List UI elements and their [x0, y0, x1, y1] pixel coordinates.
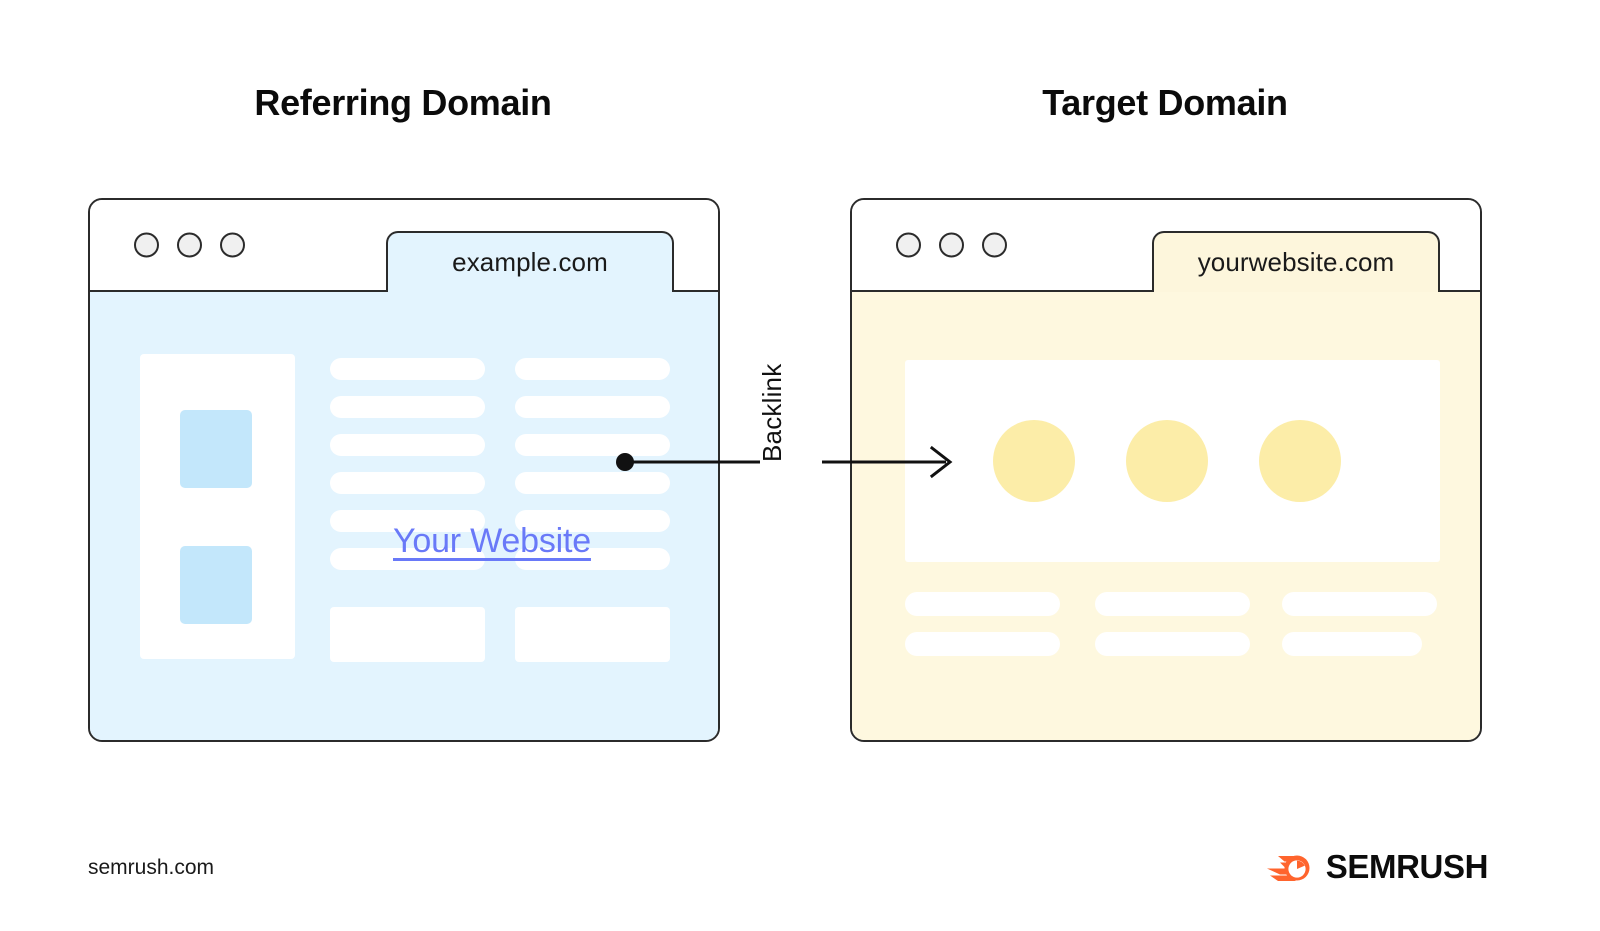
text-placeholder-line [515, 358, 670, 380]
browser-tab-example-com[interactable]: example.com [386, 230, 674, 293]
target-domain-heading: Target Domain [1042, 82, 1288, 123]
text-placeholder-line [1095, 592, 1250, 616]
text-placeholder-line [515, 548, 670, 570]
referring-domain-heading: Referring Domain [254, 82, 552, 123]
content-card [515, 607, 670, 662]
window-dot-icon[interactable] [982, 232, 1007, 258]
window-dot-icon[interactable] [939, 232, 964, 258]
text-placeholder-line [330, 434, 485, 456]
window-dot-icon[interactable] [177, 232, 202, 258]
backlink-anchor-link[interactable]: Your Website [393, 522, 591, 560]
text-placeholder-line [515, 472, 670, 494]
sidebar-card [140, 354, 295, 659]
hero-circle-placeholder [1126, 420, 1208, 502]
text-placeholder-line [1095, 632, 1250, 656]
text-placeholder-line [515, 434, 670, 456]
sidebar-placeholder-block [180, 546, 252, 624]
text-placeholder-line [1282, 592, 1437, 616]
backlink-label: Backlink [757, 363, 787, 462]
window-dot-icon[interactable] [220, 232, 245, 258]
hero-card [905, 360, 1440, 562]
text-placeholder-line [515, 396, 670, 418]
footer-source-url: semrush.com [88, 856, 215, 879]
text-placeholder-line [1282, 632, 1422, 656]
text-placeholder-line [515, 510, 670, 532]
text-placeholder-line [905, 592, 1060, 616]
browser-chrome-left: example.com [90, 200, 718, 293]
window-dot-icon[interactable] [134, 232, 159, 258]
target-domain-browser-window: yourwebsite.com [850, 198, 1482, 742]
browser-chrome-right: yourwebsite.com [852, 200, 1480, 293]
text-placeholder-line [330, 472, 485, 494]
semrush-comet-logo-icon [1266, 855, 1310, 881]
sidebar-placeholder-block [180, 410, 252, 488]
backlink-connector [616, 445, 953, 479]
window-controls-right [896, 232, 1007, 258]
text-placeholder-line [905, 632, 1060, 656]
text-placeholder-line [330, 510, 485, 532]
target-domain-page-body [852, 292, 1480, 740]
window-dot-icon[interactable] [896, 232, 921, 258]
text-placeholder-line [330, 358, 485, 380]
text-placeholder-line [330, 548, 485, 570]
semrush-brand-lockup: SEMRUSH [1266, 848, 1488, 886]
semrush-wordmark: SEMRUSH [1325, 848, 1489, 885]
window-controls-left [134, 232, 245, 258]
text-placeholder-line [330, 396, 485, 418]
referring-domain-browser-window: example.com Your Website [88, 198, 720, 742]
arrowhead-icon [929, 445, 953, 479]
referring-domain-page-body: Your Website [90, 292, 718, 740]
hero-circle-placeholder [1259, 420, 1341, 502]
browser-tab-yourwebsite-com[interactable]: yourwebsite.com [1152, 230, 1440, 293]
hero-circle-placeholder [993, 420, 1075, 502]
content-card [330, 607, 485, 662]
